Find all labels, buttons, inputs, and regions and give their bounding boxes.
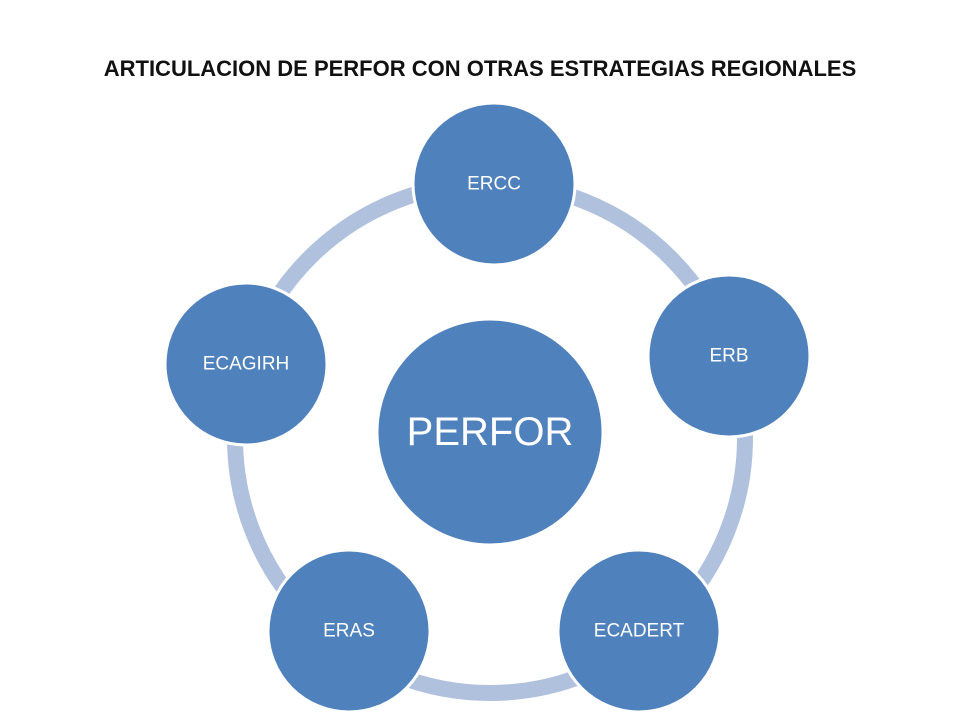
node-ercc: ERCC (411, 101, 577, 267)
node-label: ERAS (323, 621, 375, 642)
node-circle (163, 281, 329, 447)
node-eras: ERAS (266, 548, 432, 714)
node-label: ERB (709, 346, 748, 367)
center-circle (375, 317, 605, 547)
node-label: ERCC (467, 174, 521, 195)
node-ecadert: ECADERT (556, 548, 722, 714)
node-circle (266, 548, 432, 714)
node-label: ECAGIRH (203, 354, 290, 375)
node-ecagirh: ECAGIRH (163, 281, 329, 447)
node-label: ECADERT (594, 621, 685, 642)
node-circle (646, 273, 812, 439)
node-circle (556, 548, 722, 714)
node-circle (411, 101, 577, 267)
center-label: PERFOR (407, 410, 574, 454)
slide-title: ARTICULACION DE PERFOR CON OTRAS ESTRATE… (103, 56, 857, 81)
center-hub: PERFOR (375, 317, 605, 547)
node-erb: ERB (646, 273, 812, 439)
